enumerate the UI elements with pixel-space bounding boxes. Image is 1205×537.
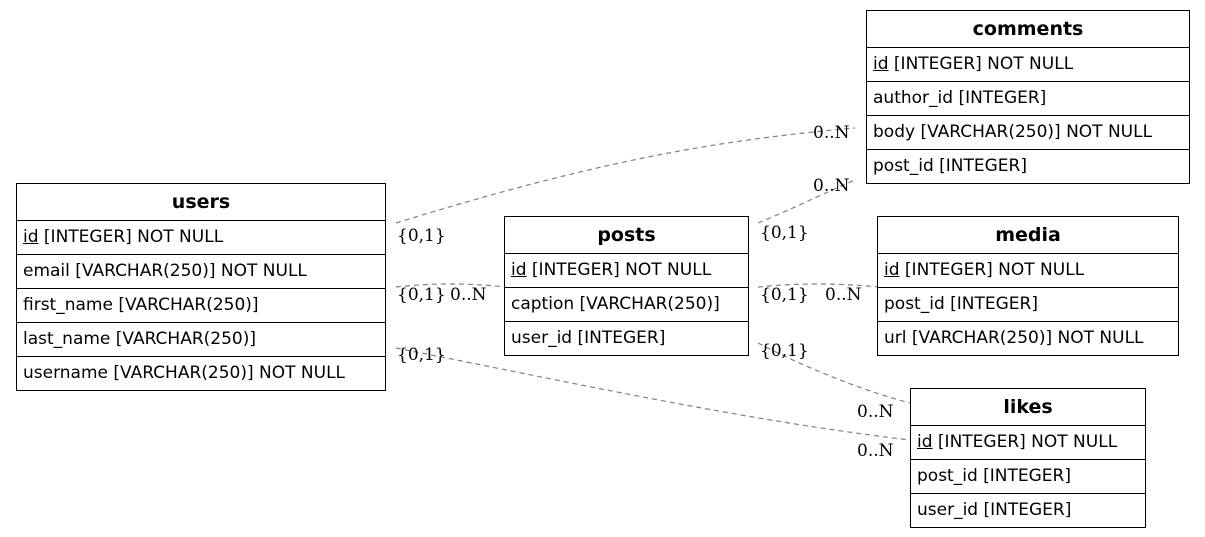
column-name: post_id xyxy=(917,466,978,486)
column-type: [INTEGER] NOT NULL xyxy=(904,260,1085,280)
column-row: username [VARCHAR(250)] NOT NULL xyxy=(17,357,385,390)
entity-title: media xyxy=(878,217,1178,254)
column-row: user_id [INTEGER] xyxy=(505,322,748,355)
column-row: id [INTEGER] NOT NULL xyxy=(867,48,1189,82)
column-name: author_id xyxy=(873,88,954,108)
column-type: [VARCHAR(250)] xyxy=(118,295,259,315)
column-type: [INTEGER] NOT NULL xyxy=(893,54,1074,74)
column-row: user_id [INTEGER] xyxy=(911,494,1145,527)
column-name: id xyxy=(873,54,889,74)
column-row: id [INTEGER] NOT NULL xyxy=(878,254,1178,288)
column-row: id [INTEGER] NOT NULL xyxy=(505,254,748,288)
column-row: id [INTEGER] NOT NULL xyxy=(911,426,1145,460)
edge-posts-likes xyxy=(757,342,911,404)
column-type: [INTEGER] xyxy=(983,466,1071,486)
column-name: post_id xyxy=(884,294,945,314)
card-users-comments-to: 0..N xyxy=(813,123,850,143)
column-type: [INTEGER] xyxy=(950,294,1038,314)
column-type: [VARCHAR(250)] NOT NULL xyxy=(920,122,1153,142)
column-row: post_id [INTEGER] xyxy=(878,288,1178,322)
column-type: [INTEGER] xyxy=(577,328,666,348)
card-posts-comments-from: {0,1} xyxy=(760,223,809,243)
column-type: [VARCHAR(250)] NOT NULL xyxy=(75,261,307,281)
column-name: username xyxy=(23,363,108,383)
entity-comments[interactable]: comments id [INTEGER] NOT NULL author_id… xyxy=(866,10,1190,184)
column-row: last_name [VARCHAR(250)] xyxy=(17,323,385,357)
column-type: [VARCHAR(250)] xyxy=(115,329,256,349)
card-users-posts-to: 0..N xyxy=(450,285,487,305)
edge-posts-media xyxy=(757,283,879,288)
column-name: caption xyxy=(511,294,575,314)
column-name: email xyxy=(23,261,70,281)
column-name: id xyxy=(23,227,39,247)
edge-posts-comments xyxy=(757,179,856,224)
column-type: [INTEGER] xyxy=(983,500,1072,520)
column-name: id xyxy=(917,432,933,452)
card-users-likes-to: 0..N xyxy=(857,441,894,461)
column-row: post_id [INTEGER] xyxy=(867,150,1189,183)
column-type: [INTEGER] NOT NULL xyxy=(937,432,1118,452)
entity-title: likes xyxy=(911,389,1145,426)
column-row: first_name [VARCHAR(250)] xyxy=(17,289,385,323)
card-posts-comments-to: 0..N xyxy=(813,176,850,196)
card-users-comments-from: {0,1} xyxy=(397,226,446,246)
card-users-likes-from: {0,1} xyxy=(397,345,446,365)
column-type: [INTEGER] xyxy=(939,156,1027,176)
column-name: post_id xyxy=(873,156,934,176)
column-name: id xyxy=(884,260,900,280)
edge-users-likes xyxy=(395,347,911,441)
column-row: post_id [INTEGER] xyxy=(911,460,1145,494)
card-users-posts-from: {0,1} xyxy=(397,285,446,305)
column-name: url xyxy=(884,328,907,348)
card-posts-media-from: {0,1} xyxy=(760,285,809,305)
column-type: [INTEGER] xyxy=(958,88,1047,108)
column-row: author_id [INTEGER] xyxy=(867,82,1189,116)
column-type: [VARCHAR(250)] NOT NULL xyxy=(113,363,346,383)
entity-title: comments xyxy=(867,11,1189,48)
entity-users[interactable]: users id [INTEGER] NOT NULL email [VARCH… xyxy=(16,183,386,391)
card-posts-likes-to: 0..N xyxy=(857,402,894,422)
entity-posts[interactable]: posts id [INTEGER] NOT NULL caption [VAR… xyxy=(504,216,749,356)
card-posts-likes-from: {0,1} xyxy=(760,341,809,361)
column-type: [VARCHAR(250)] NOT NULL xyxy=(911,328,1144,348)
entity-title: users xyxy=(17,184,385,221)
column-row: url [VARCHAR(250)] NOT NULL xyxy=(878,322,1178,355)
column-name: last_name xyxy=(23,329,111,349)
column-row: caption [VARCHAR(250)] xyxy=(505,288,748,322)
column-row: id [INTEGER] NOT NULL xyxy=(17,221,385,255)
entity-likes[interactable]: likes id [INTEGER] NOT NULL post_id [INT… xyxy=(910,388,1146,528)
column-name: first_name xyxy=(23,295,113,315)
column-row: email [VARCHAR(250)] NOT NULL xyxy=(17,255,385,289)
column-name: body xyxy=(873,122,916,142)
column-type: [INTEGER] NOT NULL xyxy=(43,227,224,247)
entity-media[interactable]: media id [INTEGER] NOT NULL post_id [INT… xyxy=(877,216,1179,356)
column-type: [VARCHAR(250)] xyxy=(579,294,720,314)
column-type: [INTEGER] NOT NULL xyxy=(531,260,712,280)
column-name: user_id xyxy=(511,328,573,348)
column-row: body [VARCHAR(250)] NOT NULL xyxy=(867,116,1189,150)
entity-title: posts xyxy=(505,217,748,254)
card-posts-media-to: 0..N xyxy=(825,285,862,305)
column-name: user_id xyxy=(917,500,979,520)
column-name: id xyxy=(511,260,527,280)
edge-users-comments xyxy=(395,127,856,224)
edge-users-posts xyxy=(395,283,506,288)
